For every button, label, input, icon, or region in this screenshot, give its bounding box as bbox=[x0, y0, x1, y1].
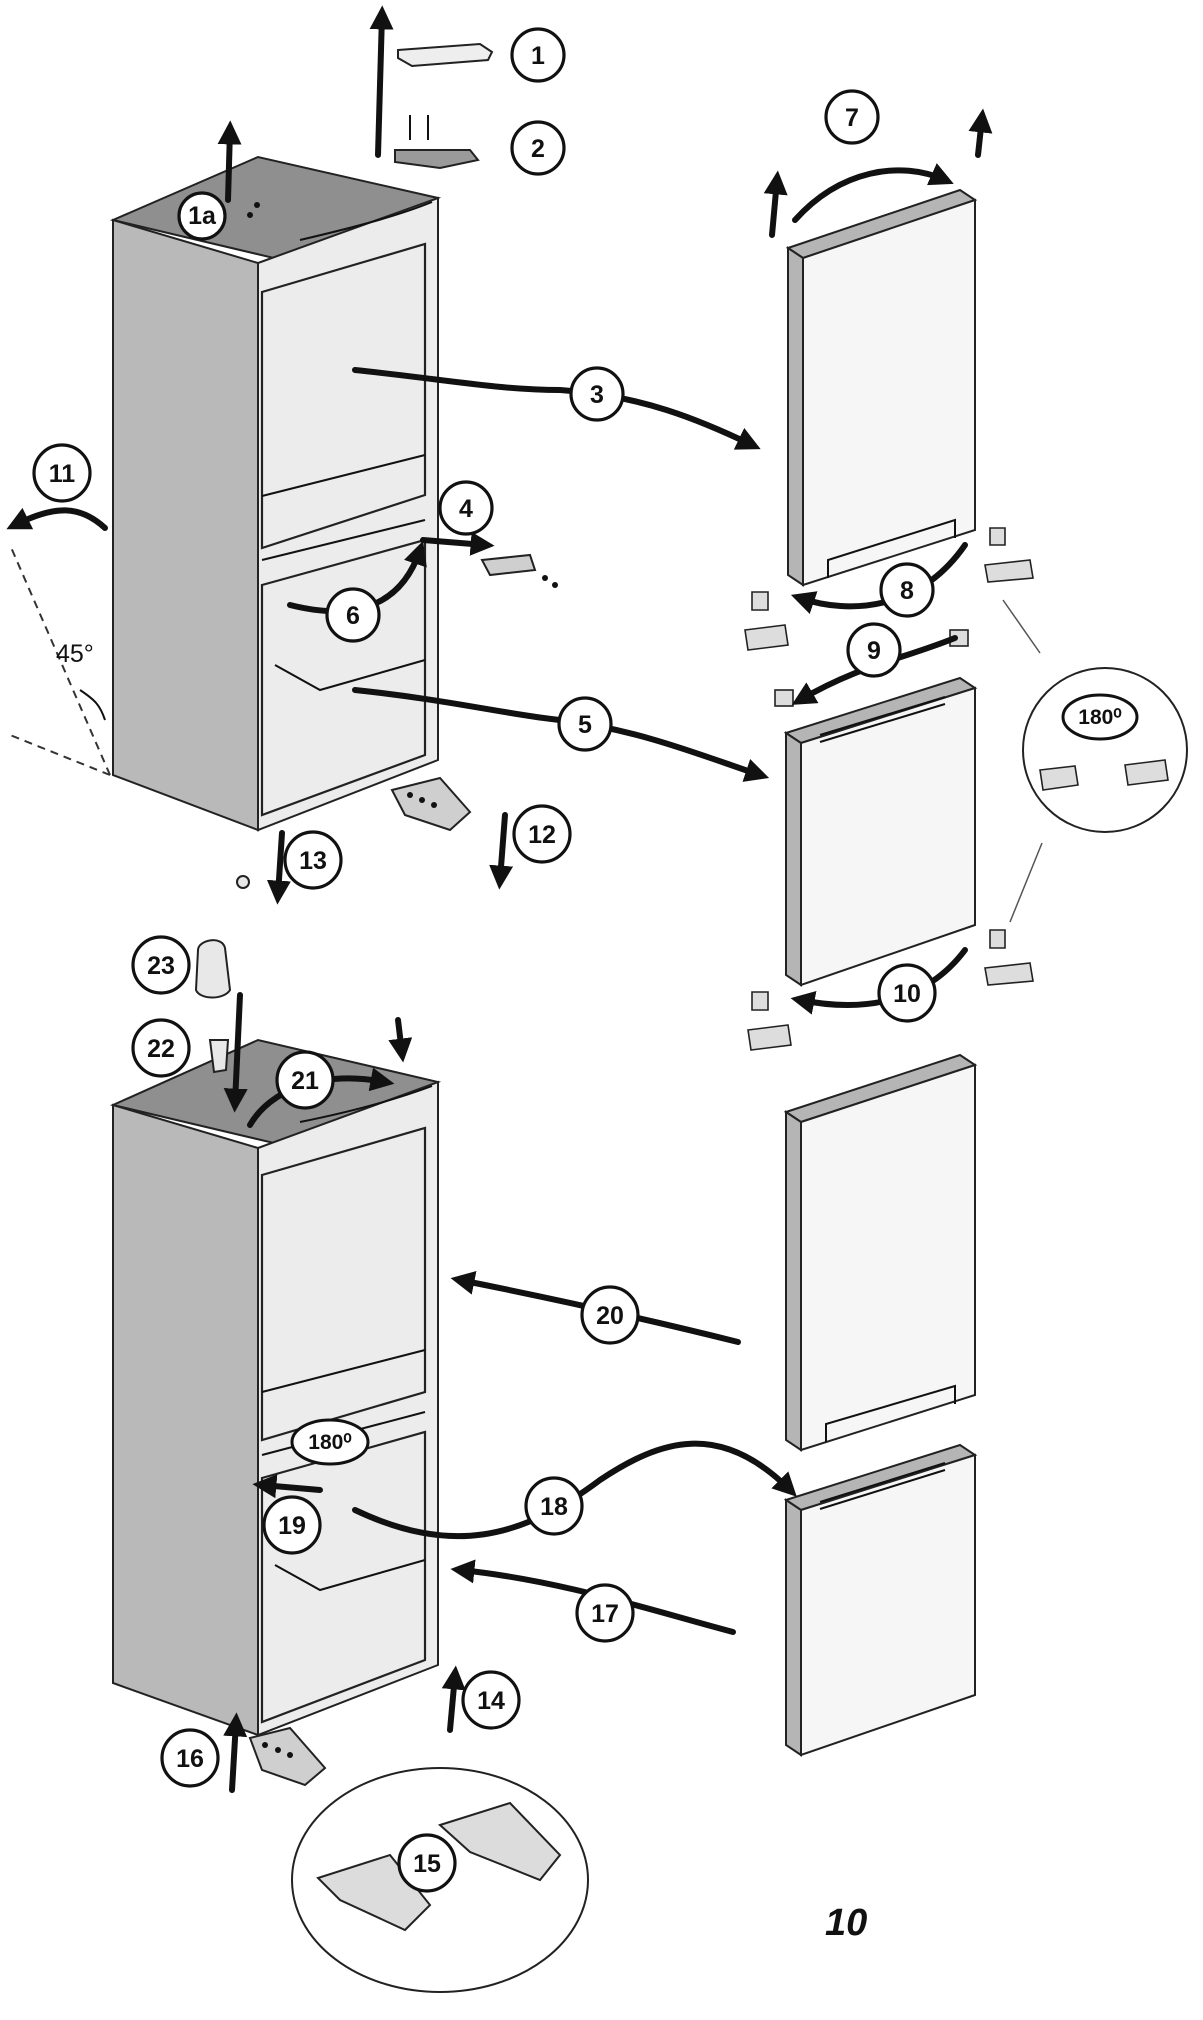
svg-text:180⁰: 180⁰ bbox=[308, 1431, 352, 1454]
callout-13: 13 bbox=[283, 830, 343, 890]
callout-10: 10 bbox=[877, 963, 937, 1023]
svg-text:6: 6 bbox=[346, 602, 360, 630]
top-cover-part bbox=[397, 42, 494, 68]
callout-7: 7 bbox=[824, 89, 880, 145]
svg-text:1a: 1a bbox=[188, 202, 217, 230]
svg-text:15: 15 bbox=[413, 1850, 441, 1878]
callout-18: 18 bbox=[524, 1476, 584, 1536]
middle-hinge-part bbox=[480, 553, 558, 588]
bottom-hinge-part bbox=[390, 776, 472, 832]
svg-text:13: 13 bbox=[299, 847, 327, 875]
callout-20: 20 bbox=[580, 1285, 640, 1345]
svg-text:22: 22 bbox=[147, 1035, 175, 1063]
svg-text:4: 4 bbox=[459, 495, 473, 523]
svg-text:16: 16 bbox=[176, 1745, 204, 1773]
svg-text:3: 3 bbox=[590, 381, 604, 409]
rotation-badge-detail: 180⁰ bbox=[1061, 693, 1139, 741]
callout-2: 2 bbox=[510, 120, 566, 176]
svg-text:11: 11 bbox=[49, 460, 76, 488]
svg-text:18: 18 bbox=[540, 1493, 568, 1521]
svg-text:180⁰: 180⁰ bbox=[1078, 706, 1122, 729]
cabinet-front-opening-2 bbox=[257, 1080, 439, 1737]
cabinet-left-side-2 bbox=[112, 1103, 259, 1737]
svg-text:5: 5 bbox=[578, 711, 592, 739]
callout-1a: 1a bbox=[177, 191, 227, 241]
callout-12: 12 bbox=[512, 804, 572, 864]
svg-text:2: 2 bbox=[531, 135, 545, 163]
cabinet-front-opening bbox=[257, 196, 439, 832]
door-hinge-pins bbox=[744, 527, 1034, 1051]
callout-3: 3 bbox=[569, 366, 625, 422]
freezer-door-upper-2 bbox=[783, 676, 978, 987]
fridge-cabinet-bottom bbox=[109, 1038, 442, 1737]
top-hinge-part bbox=[394, 115, 480, 170]
page-number: 10 bbox=[825, 1902, 867, 1944]
angle-label: 45° bbox=[56, 640, 94, 668]
bottom-hinge-part-2 bbox=[248, 1726, 327, 1787]
svg-text:12: 12 bbox=[528, 821, 556, 849]
callout-22: 22 bbox=[131, 1018, 191, 1078]
callout-16: 16 bbox=[160, 1728, 220, 1788]
hinge-rotation-detail bbox=[1002, 599, 1188, 923]
cabinet-left-side bbox=[112, 218, 259, 832]
fridge-door-upper-1 bbox=[785, 188, 978, 587]
callout-14: 14 bbox=[461, 1670, 521, 1730]
callout-23: 23 bbox=[131, 935, 191, 995]
rotation-badge-cabinet: 180⁰ bbox=[290, 1418, 370, 1466]
callout-6: 6 bbox=[325, 587, 381, 643]
freezer-door-lower-2 bbox=[783, 1443, 978, 1757]
svg-text:7: 7 bbox=[845, 104, 859, 132]
svg-text:9: 9 bbox=[867, 637, 881, 665]
callout-4: 4 bbox=[438, 480, 494, 536]
callout-1: 1 bbox=[510, 27, 566, 83]
fridge-door-lower-1 bbox=[783, 1053, 978, 1452]
svg-text:1: 1 bbox=[531, 42, 545, 70]
callout-8: 8 bbox=[879, 562, 935, 618]
callout-11: 11 bbox=[32, 443, 92, 503]
fridge-cabinet-top bbox=[109, 155, 442, 832]
callout-21: 21 bbox=[275, 1050, 335, 1110]
angle-guide: 45° bbox=[9, 544, 111, 776]
svg-text:17: 17 bbox=[591, 1600, 619, 1628]
callout-19: 19 bbox=[262, 1495, 322, 1555]
svg-text:8: 8 bbox=[900, 577, 914, 605]
svg-text:19: 19 bbox=[278, 1512, 306, 1540]
svg-text:14: 14 bbox=[477, 1687, 505, 1715]
callout-9: 9 bbox=[846, 622, 902, 678]
callout-15: 15 bbox=[397, 1833, 457, 1893]
callout-5: 5 bbox=[557, 696, 613, 752]
handle-cap-part bbox=[194, 939, 232, 1074]
callout-17: 17 bbox=[575, 1583, 635, 1643]
svg-text:21: 21 bbox=[291, 1067, 319, 1095]
svg-text:10: 10 bbox=[893, 980, 921, 1008]
svg-text:20: 20 bbox=[596, 1302, 624, 1330]
svg-text:23: 23 bbox=[147, 952, 175, 980]
